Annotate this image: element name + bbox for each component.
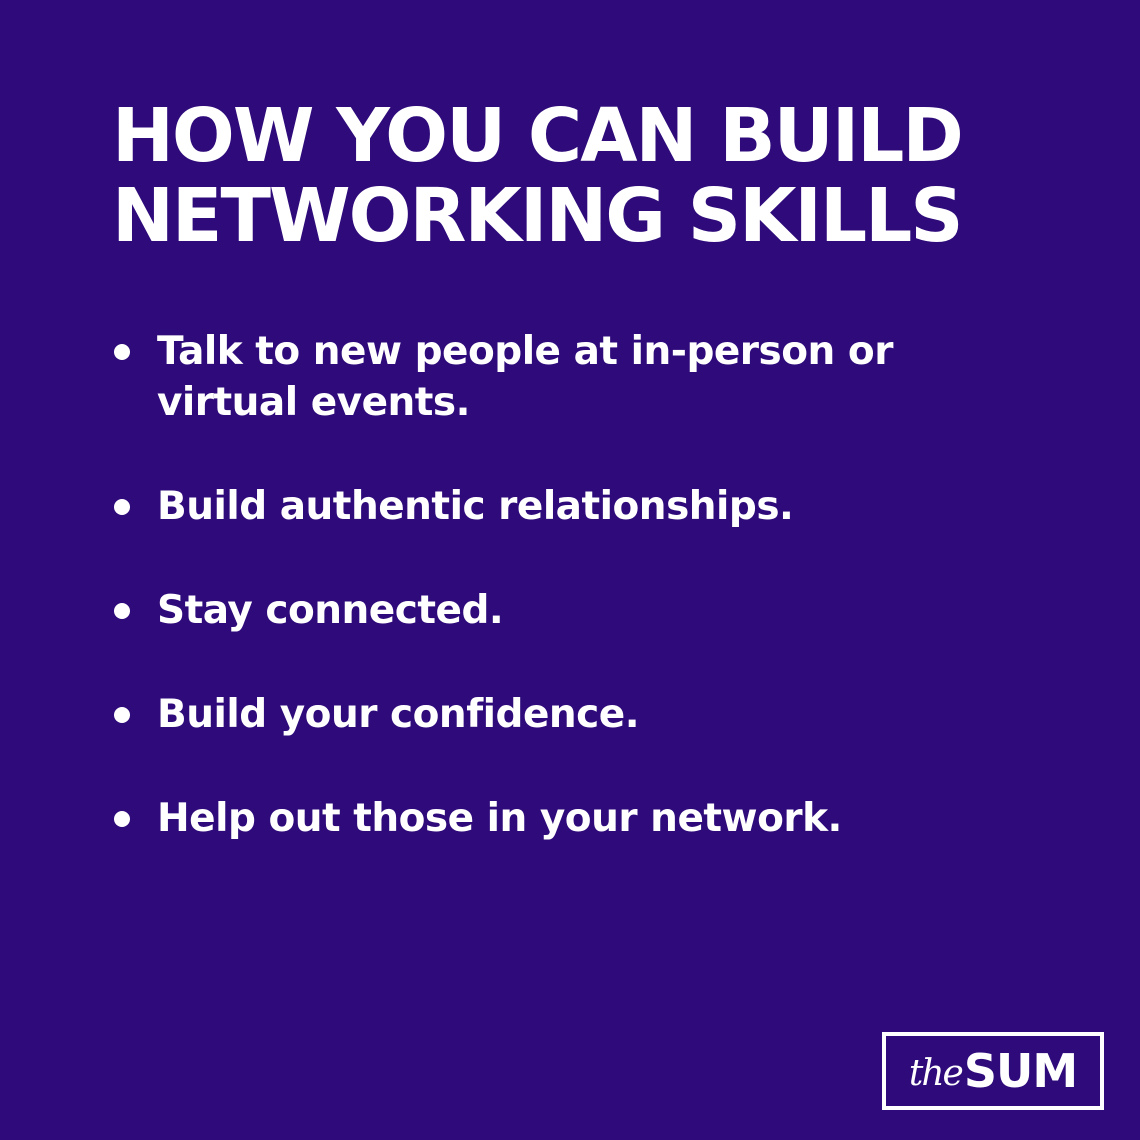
- list-item-text: Help out those in your network.: [157, 796, 842, 841]
- bullet-icon: [114, 811, 130, 827]
- title-line-2: NETWORKING SKILLS: [112, 173, 964, 259]
- list-item-text: Talk to new people at in-person or virtu…: [157, 329, 893, 425]
- bullet-icon: [114, 344, 130, 360]
- page-title: HOW YOU CAN BUILD NETWORKING SKILLS: [112, 93, 964, 259]
- list-item: Build your confidence.: [112, 689, 977, 740]
- list-item: Stay connected.: [112, 585, 977, 636]
- bullet-icon: [114, 707, 130, 723]
- list-item: Help out those in your network.: [112, 793, 977, 844]
- logo-prefix: the: [908, 1052, 964, 1094]
- list-item-text: Build authentic relationships.: [157, 484, 794, 529]
- list-item-text: Stay connected.: [157, 588, 504, 633]
- title-line-1: HOW YOU CAN BUILD: [112, 93, 964, 179]
- list-item: Build authentic relationships.: [112, 481, 977, 532]
- thesum-logo: the SUM: [882, 1032, 1104, 1110]
- logo-brand: SUM: [963, 1044, 1078, 1098]
- bullet-icon: [114, 499, 130, 515]
- list-item: Talk to new people at in-person or virtu…: [112, 326, 977, 428]
- bullet-icon: [114, 603, 130, 619]
- list-item-text: Build your confidence.: [157, 692, 640, 737]
- tips-list: Talk to new people at in-person or virtu…: [112, 326, 1012, 897]
